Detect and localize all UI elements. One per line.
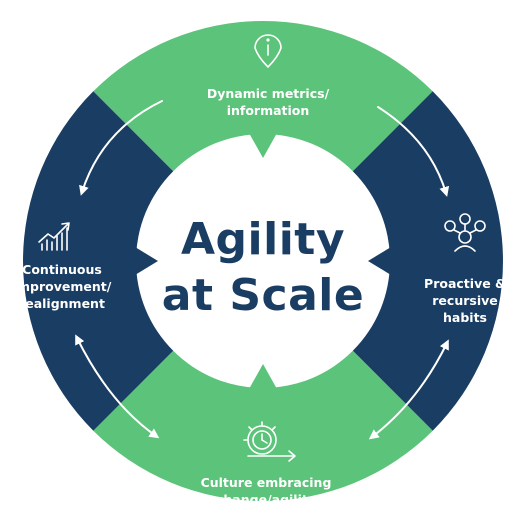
notch-left: [135, 247, 158, 275]
top-label-line-1: Dynamic metrics/: [207, 86, 330, 101]
right-label-line-3: habits: [443, 310, 487, 325]
center-title-line-1: Agility: [181, 214, 345, 265]
arrow-top-to-right: [377, 106, 450, 197]
arrow-right-to-bottom: [368, 339, 449, 440]
center-title-line-2: at Scale: [162, 270, 364, 321]
clock-gear-arrow-icon: [243, 421, 296, 462]
right-label-line-1: Proactive &: [424, 276, 506, 291]
bottom-label-line-2: change/agility: [216, 492, 316, 507]
left-label-line-3: realignment: [19, 296, 105, 311]
top-label-line-2: information: [227, 103, 310, 118]
info-pin-icon: [254, 34, 282, 68]
right-label-line-2: recursive: [432, 293, 497, 308]
notch-right: [368, 247, 391, 275]
notch-top: [249, 133, 277, 158]
ring-sector-top: [93, 21, 433, 172]
connected-person-icon: [444, 213, 486, 252]
center-circle: [136, 134, 390, 388]
left-label-line-2: improvement/: [13, 279, 112, 294]
growth-chart-icon: [38, 222, 70, 251]
arrow-left-to-bottom: [75, 334, 160, 439]
arrow-top-to-left: [79, 100, 163, 196]
left-label-line-1: Continuous: [22, 262, 102, 277]
notch-bottom: [249, 364, 277, 389]
bottom-label-line-1: Culture embracing: [201, 475, 332, 490]
